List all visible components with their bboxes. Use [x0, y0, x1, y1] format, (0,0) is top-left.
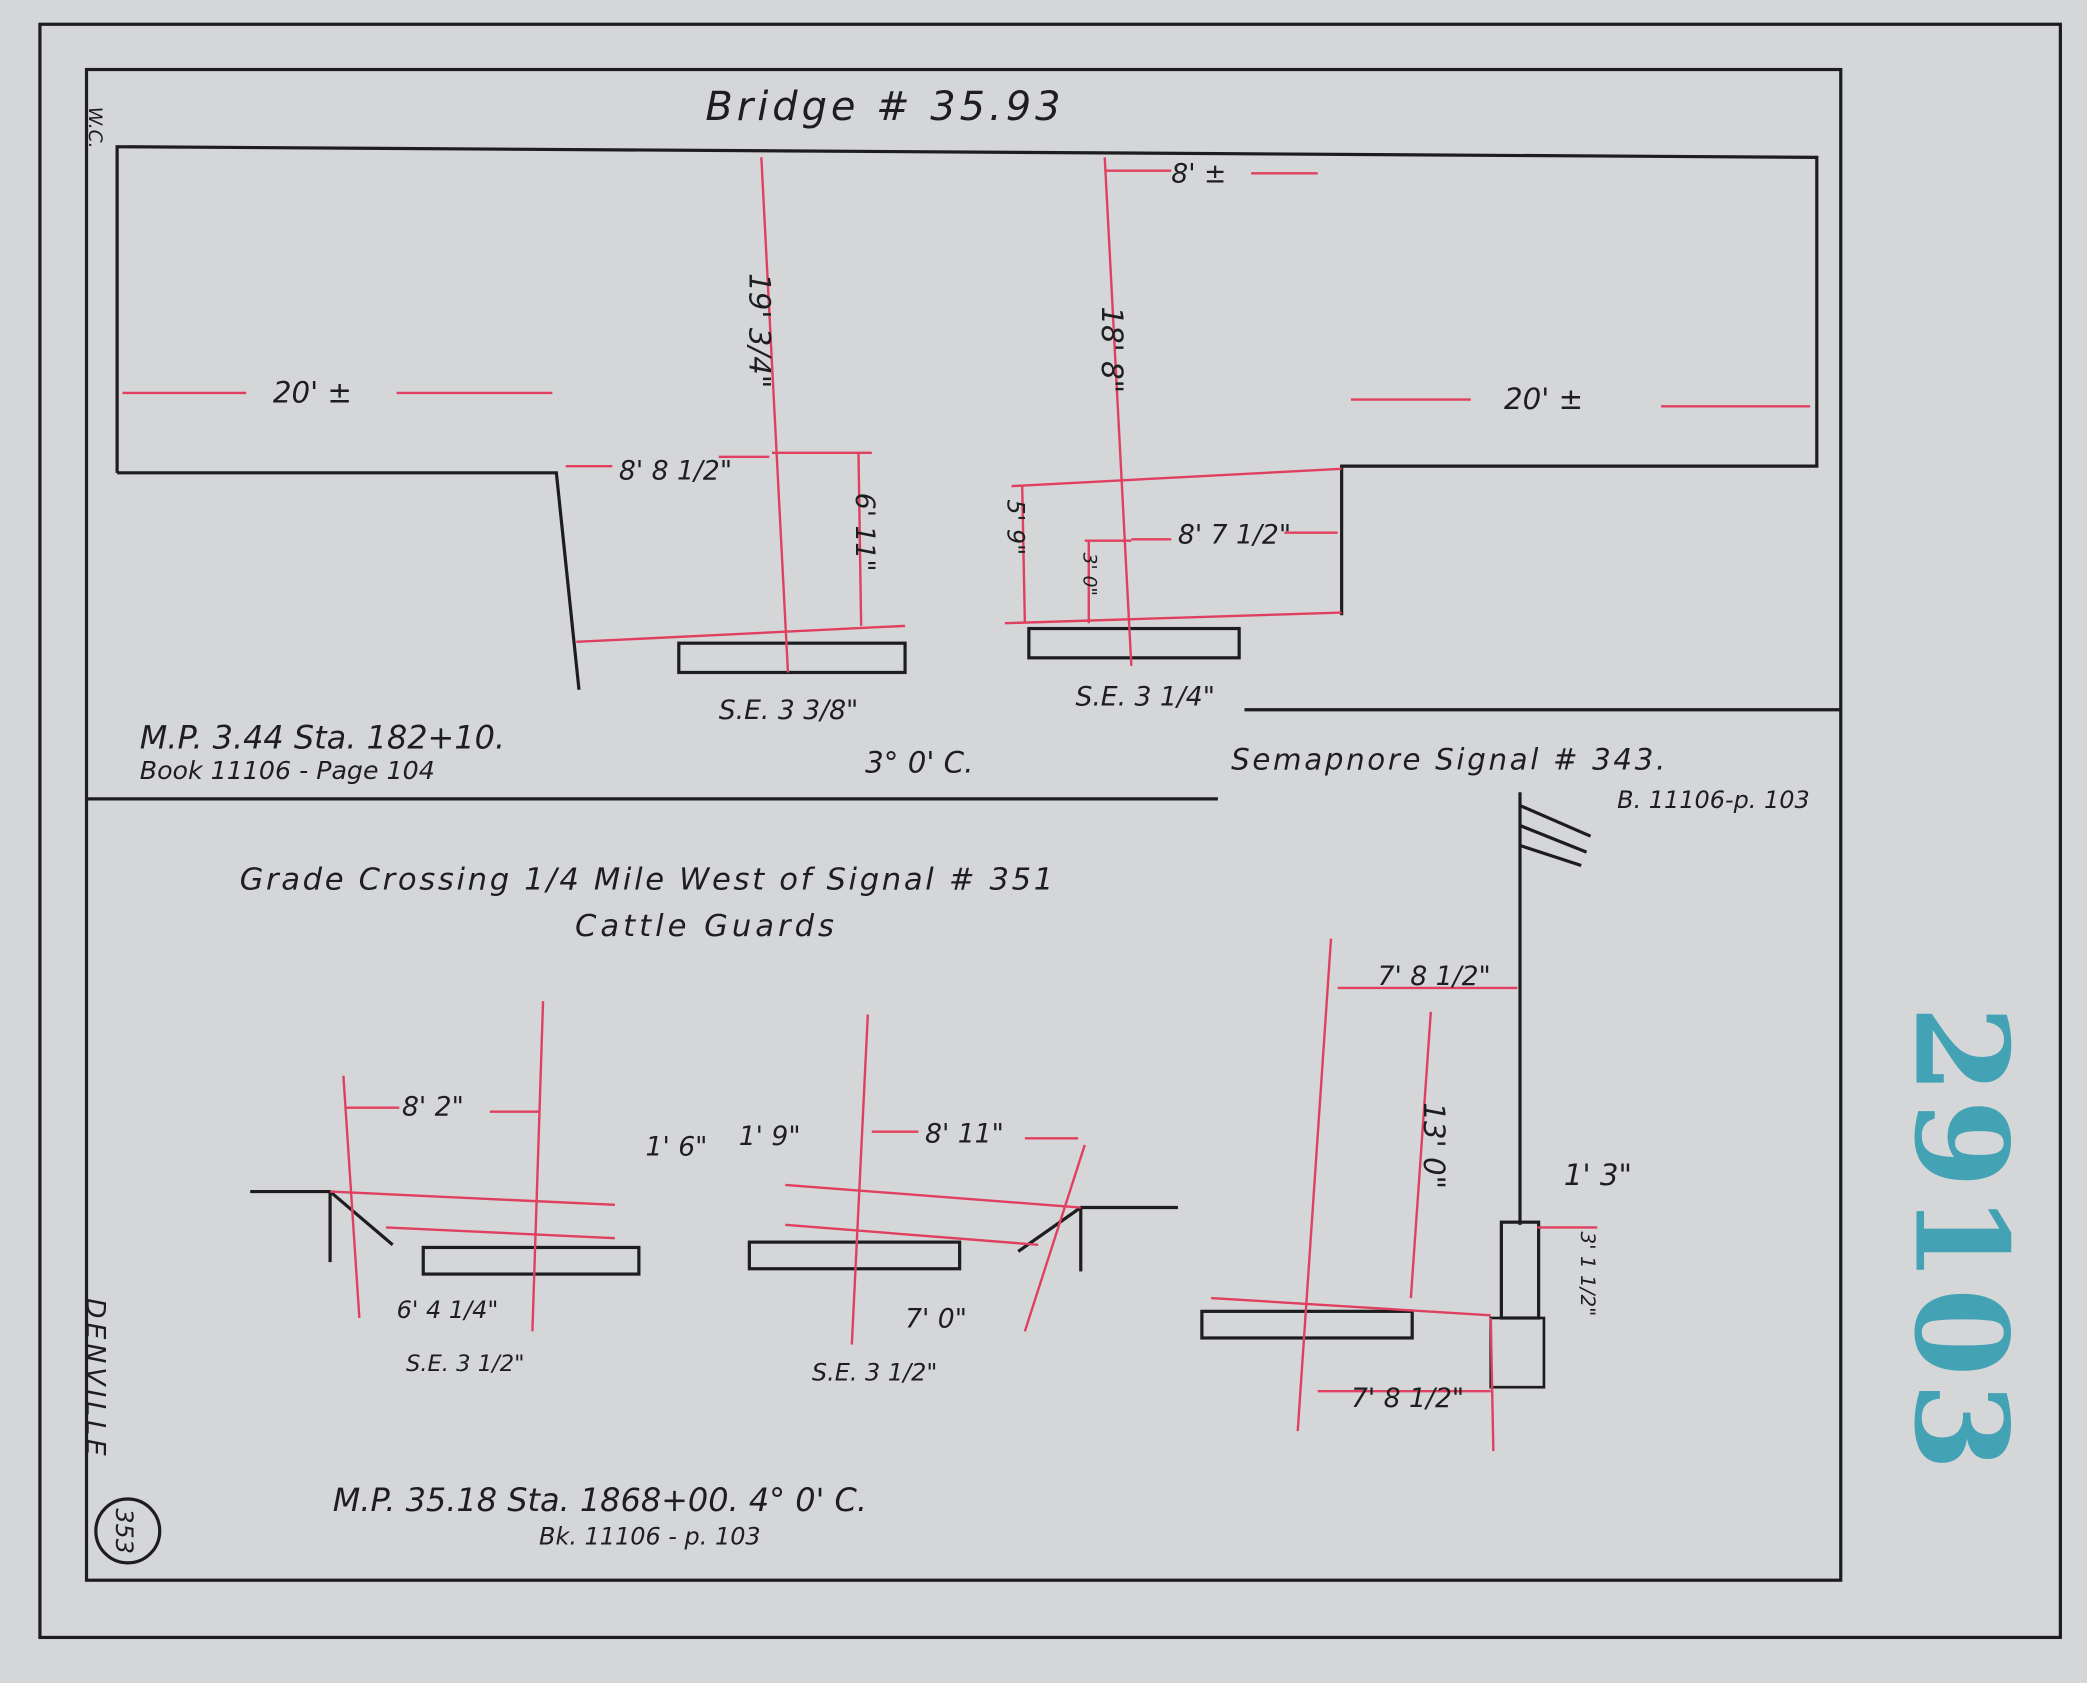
foundation-hatch	[1489, 1316, 1546, 1389]
bridge-title: Bridge # 35.93	[705, 84, 1064, 130]
dim-right-height: 5' 9"	[1002, 499, 1030, 555]
dim-right-offset: 8' 7 1/2"	[1178, 519, 1291, 550]
sheet-number-circle	[94, 1497, 162, 1565]
dim-left-clear-height: 19' 3/4"	[742, 273, 776, 388]
right-guard-tie	[747, 1240, 962, 1271]
right-track-tie	[1027, 626, 1241, 660]
town-label: DENVILLE	[80, 1298, 111, 1460]
bridge-reference: Book 11106 - Page 104	[140, 756, 435, 785]
bridge-section: Bridge # 35.93 8' ± 19' 3/4" 18' 8" 20' …	[115, 84, 1819, 785]
dim-top-offset: 7' 8 1/2"	[1378, 961, 1491, 992]
dim-signal-height: 13' 0"	[1417, 1102, 1451, 1189]
inner-border	[84, 67, 1843, 1582]
corner-initials: W.C.	[84, 107, 105, 149]
crossing-reference: Bk. 11106 - p. 103	[539, 1522, 761, 1550]
dim-base-width: 1' 3"	[1564, 1158, 1632, 1192]
crossing-location: M.P. 35.18 Sta. 1868+00. 4° 0' C.	[333, 1481, 867, 1519]
left-track-tie	[677, 641, 907, 675]
bridge-location: M.P. 3.44 Sta. 182+10.	[140, 718, 505, 756]
left-height: 1' 6"	[646, 1132, 708, 1163]
dim-left-span: 20' ±	[273, 375, 352, 409]
dim-right-span: 20' ±	[1504, 382, 1583, 416]
sheet-number: 353	[110, 1508, 138, 1554]
semaphore-reference: B. 11106-p. 103	[1617, 786, 1810, 814]
bridge-curve: 3° 0' C.	[865, 745, 973, 779]
left-abutment	[117, 471, 581, 690]
cattle-guard-section: Grade Crossing 1/4 Mile West of Signal #…	[240, 862, 1178, 1550]
dim-right-clear-height: 18' 8"	[1095, 306, 1129, 393]
left-lower: 6' 4 1/4"	[397, 1296, 499, 1324]
dim-top-right: 8' ±	[1171, 159, 1226, 190]
se-right: S.E. 3 1/4"	[1075, 682, 1215, 713]
dim-left-offset: 8' 8 1/2"	[619, 455, 732, 486]
crossing-title: Grade Crossing 1/4 Mile West of Signal #…	[240, 862, 1056, 897]
right-offset: 8' 11"	[925, 1118, 1004, 1149]
archive-stamp: 29103	[1886, 1005, 2036, 1476]
right-lower: 7' 0"	[905, 1303, 967, 1334]
se-left: S.E. 3 3/8"	[719, 695, 859, 726]
signal-track-tie	[1200, 1309, 1414, 1340]
dim-bottom-offset: 7' 8 1/2"	[1351, 1383, 1464, 1414]
right-se: S.E. 3 1/2"	[812, 1359, 938, 1387]
signal-base	[1499, 1220, 1541, 1320]
dim-left-height: 6' 11"	[849, 493, 880, 572]
crossing-subtitle: Cattle Guards	[575, 909, 838, 944]
left-se: S.E. 3 1/2"	[406, 1351, 525, 1377]
semaphore-section: Semapnore Signal # 343. B. 11106-p. 103 …	[1200, 743, 1810, 1452]
outer-border	[38, 22, 2062, 1640]
left-guard-tie	[421, 1245, 641, 1276]
dim-base-height: 3' 1 1/2"	[1576, 1231, 1600, 1316]
right-height: 1' 9"	[739, 1121, 801, 1152]
semaphore-title: Semapnore Signal # 343.	[1231, 743, 1668, 777]
bridge-outline	[115, 145, 1819, 616]
left-offset: 8' 2"	[402, 1092, 464, 1123]
dim-right-small-height: 3' 0"	[1078, 553, 1099, 596]
